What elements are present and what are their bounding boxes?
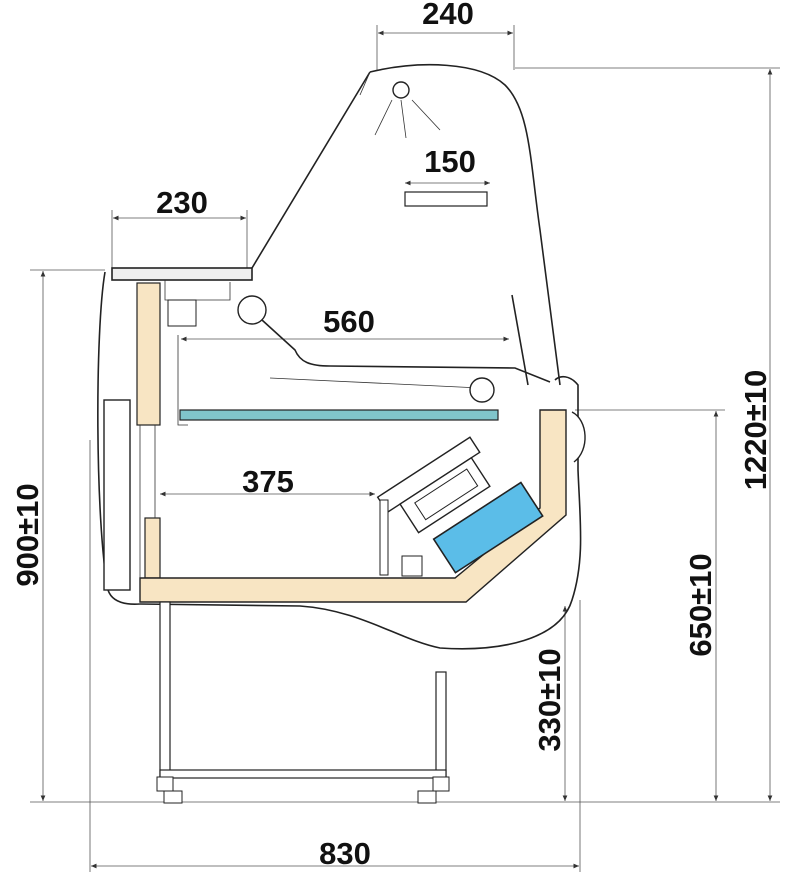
light-module [404,191,488,207]
dim-glass-height: 1220±10 [738,370,773,490]
dim-light-width: 240 [422,0,474,31]
dimension-lines [40,30,773,869]
cabinet-outline [97,63,586,804]
extension-lines [30,25,780,872]
leg-front [435,671,447,778]
canopy-light-icon [392,81,410,99]
side-panel [103,399,131,591]
dim-top-shelf-depth: 230 [156,185,208,220]
dim-work-height: 650±10 [683,553,718,656]
drip-tray [432,481,544,574]
dim-base-height: 330±10 [532,648,567,751]
dim-storage-depth: 375 [242,464,294,499]
dim-light-module: 150 [424,144,476,179]
leg-rear [159,601,171,778]
dim-total-height: 900±10 [10,483,45,586]
insulation-upper [136,282,161,426]
top-shelf [111,267,253,281]
light-fixture-icon [237,295,267,325]
dim-total-depth: 830 [319,836,371,871]
display-shelf [179,409,499,421]
dim-display-depth: 560 [323,304,375,339]
